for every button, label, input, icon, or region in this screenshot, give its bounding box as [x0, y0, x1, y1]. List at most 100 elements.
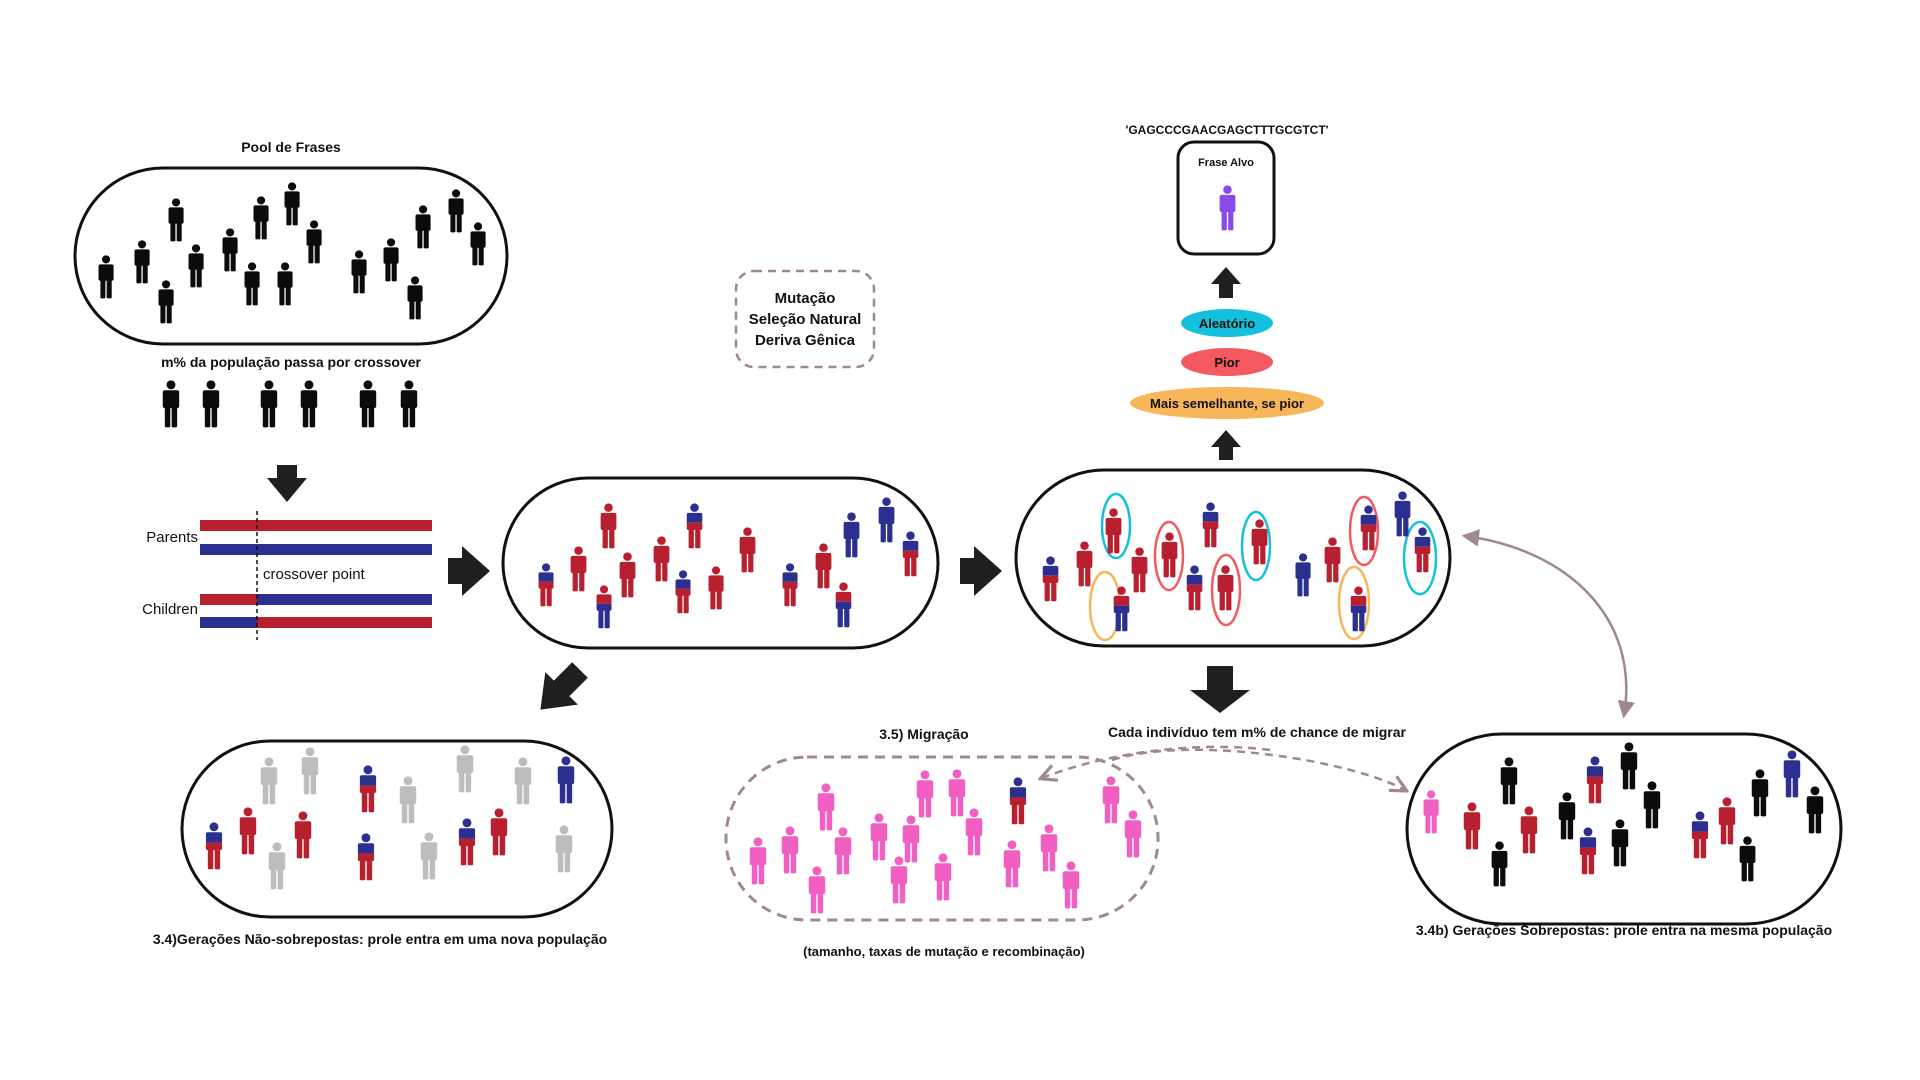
- person-pink-icon: [902, 815, 920, 863]
- person-red-icon: [708, 566, 724, 610]
- person-icon: [470, 222, 486, 266]
- person-pink-icon: [890, 856, 908, 904]
- arrow-down-migrate: [1190, 666, 1250, 713]
- person-hybrid-icon: [458, 818, 476, 866]
- person-icon: [415, 205, 431, 249]
- person-icon: [300, 380, 318, 428]
- highlight-random: [1240, 510, 1272, 582]
- person-red-icon: [294, 811, 312, 859]
- person-red-icon: [239, 807, 257, 855]
- person-pink-icon: [1003, 840, 1021, 888]
- migration-sub: (tamanho, taxas de mutação e recombinaçã…: [803, 944, 1085, 959]
- person-red-icon: [815, 543, 832, 589]
- person-hybrid-icon: [902, 531, 919, 577]
- person-blue-icon: [1394, 491, 1411, 537]
- target-box: [1176, 140, 1276, 256]
- person-gray-icon: [555, 825, 573, 873]
- person-icon: [1751, 769, 1769, 817]
- person-hybrid-icon: [1691, 811, 1709, 859]
- child-bar-1-right: [257, 594, 432, 605]
- person-blue-icon: [878, 497, 895, 543]
- person-icon: [1500, 757, 1518, 805]
- person-hybrid-icon: [1042, 556, 1059, 602]
- person-red-icon: [1131, 547, 1148, 593]
- person-red-icon: [1105, 508, 1122, 554]
- person-icon: [98, 255, 114, 299]
- person-hybrid-icon: [686, 503, 703, 549]
- sel-random: [1181, 309, 1273, 337]
- person-hybrid-icon: [1009, 777, 1027, 825]
- crossover-bars: [200, 511, 432, 640]
- person-hybrid-icon: [359, 765, 377, 813]
- person-red-icon: [1161, 532, 1178, 578]
- sel-worst-label: Pior: [1214, 355, 1239, 370]
- person-icon: [253, 196, 269, 240]
- person-red-icon: [1463, 802, 1481, 850]
- migration-population: [724, 755, 1160, 922]
- person-icon: [1643, 781, 1661, 829]
- person-hybrid-icon: [357, 833, 375, 881]
- crossover-caption: m% da população passa por crossover: [161, 354, 421, 370]
- person-pink-icon: [834, 827, 852, 875]
- person-gray-icon: [514, 757, 532, 805]
- highlight-worst: [1153, 520, 1185, 592]
- person-icon: [134, 240, 150, 284]
- arrow-right-1: [448, 546, 490, 596]
- migration-title: 3.5) Migração: [879, 726, 968, 742]
- force-drift: Deriva Gênica: [755, 332, 856, 349]
- person-icon: [202, 380, 220, 428]
- child-bar-1-left: [200, 594, 257, 605]
- person-pink-icon: [781, 826, 799, 874]
- person-red-icon: [600, 503, 617, 549]
- force-selection: Seleção Natural: [749, 311, 862, 328]
- person-pink-icon: [1040, 824, 1058, 872]
- person-red-icon: [1718, 797, 1736, 845]
- flow-arrows: [267, 267, 1250, 713]
- person-hybrid-icon: [782, 563, 798, 607]
- person-gray-icon: [268, 842, 286, 890]
- migration-arrow-in: [1042, 745, 1271, 778]
- overlapping-population: [1405, 732, 1843, 926]
- person-red-icon: [1520, 806, 1538, 854]
- sel-random-label: Aleatório: [1199, 316, 1255, 331]
- pool-title: Pool de Frases: [241, 139, 341, 155]
- person-red-icon: [490, 808, 508, 856]
- person-hybrid-icon: [1414, 527, 1431, 573]
- person-blue-icon: [557, 756, 575, 804]
- non-overlap-caption: 3.4)Gerações Não-sobrepostas: prole entr…: [153, 931, 607, 947]
- arrow-diag-down-left: [540, 662, 588, 710]
- person-hybrid-icon: [538, 563, 554, 607]
- person-hybrid-icon: [1113, 586, 1130, 632]
- person-red-icon: [739, 527, 756, 573]
- person-gray-icon: [301, 747, 319, 795]
- person-icon: [1739, 836, 1756, 882]
- migration-arrow-out: [1111, 748, 1405, 790]
- person-icon: [400, 380, 418, 428]
- highlight-random: [1100, 492, 1132, 560]
- person-hybrid-icon: [1202, 502, 1219, 548]
- person-icon: [1806, 786, 1824, 834]
- person-pink-icon: [749, 837, 767, 885]
- person-gray-icon: [399, 776, 417, 824]
- person-pink-icon: [817, 783, 835, 831]
- parents-label: Parents: [146, 529, 198, 546]
- person-icon: [448, 189, 464, 233]
- highlight-random: [1402, 520, 1438, 596]
- person-icon: [244, 262, 260, 306]
- person-pink-icon: [948, 769, 966, 817]
- person-hybrid-icon: [205, 822, 223, 870]
- overlap-link-arrow: [1461, 529, 1635, 719]
- person-hybrid-icon: [675, 570, 691, 614]
- arrow-up-selection: [1211, 430, 1241, 460]
- highlight-worst: [1210, 553, 1242, 627]
- person-red-icon: [570, 546, 587, 592]
- person-gray-icon: [260, 757, 278, 805]
- person-icon: [359, 380, 377, 428]
- person-red-icon: [1324, 537, 1341, 583]
- person-icon: [158, 280, 174, 324]
- child-bar-2-left: [200, 617, 257, 628]
- person-icon: [383, 238, 399, 282]
- person-icon: [1558, 792, 1576, 840]
- person-icon: [407, 276, 423, 320]
